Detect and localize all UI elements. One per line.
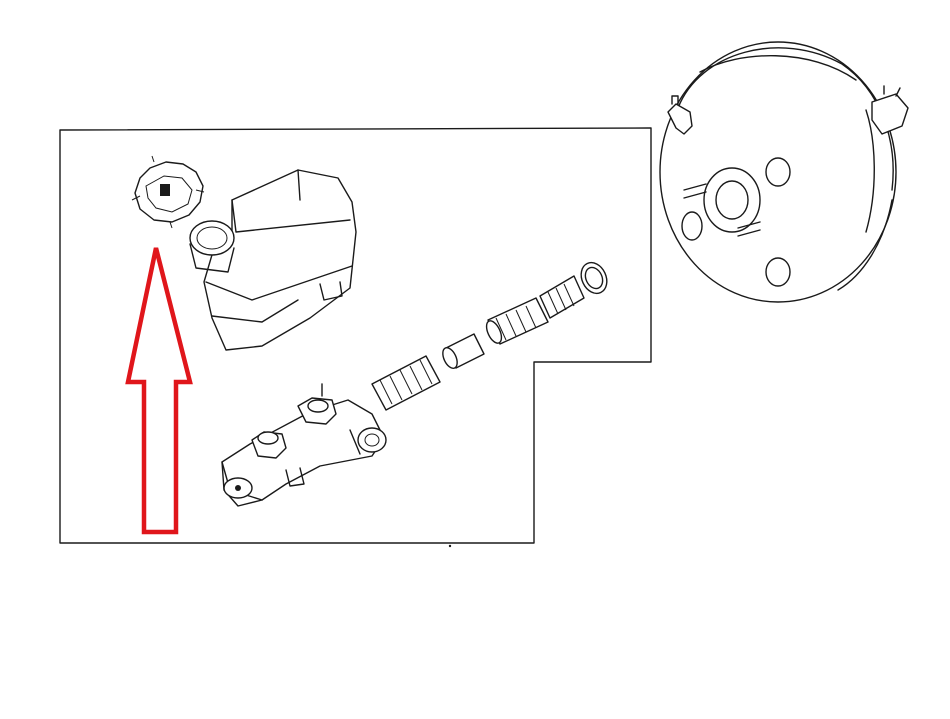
brake-booster[interactable] xyxy=(659,41,909,303)
brake-fluid-reservoir[interactable] xyxy=(189,169,357,351)
piston-spring-assembly[interactable] xyxy=(440,275,585,371)
seal-ring[interactable] xyxy=(576,258,611,297)
reservoir-cap[interactable] xyxy=(131,155,205,229)
inset-frame xyxy=(59,127,652,544)
front-spring[interactable] xyxy=(371,355,441,411)
stray-mark xyxy=(448,544,452,548)
master-cylinder[interactable] xyxy=(221,383,387,507)
up-arrow-icon xyxy=(125,247,193,535)
